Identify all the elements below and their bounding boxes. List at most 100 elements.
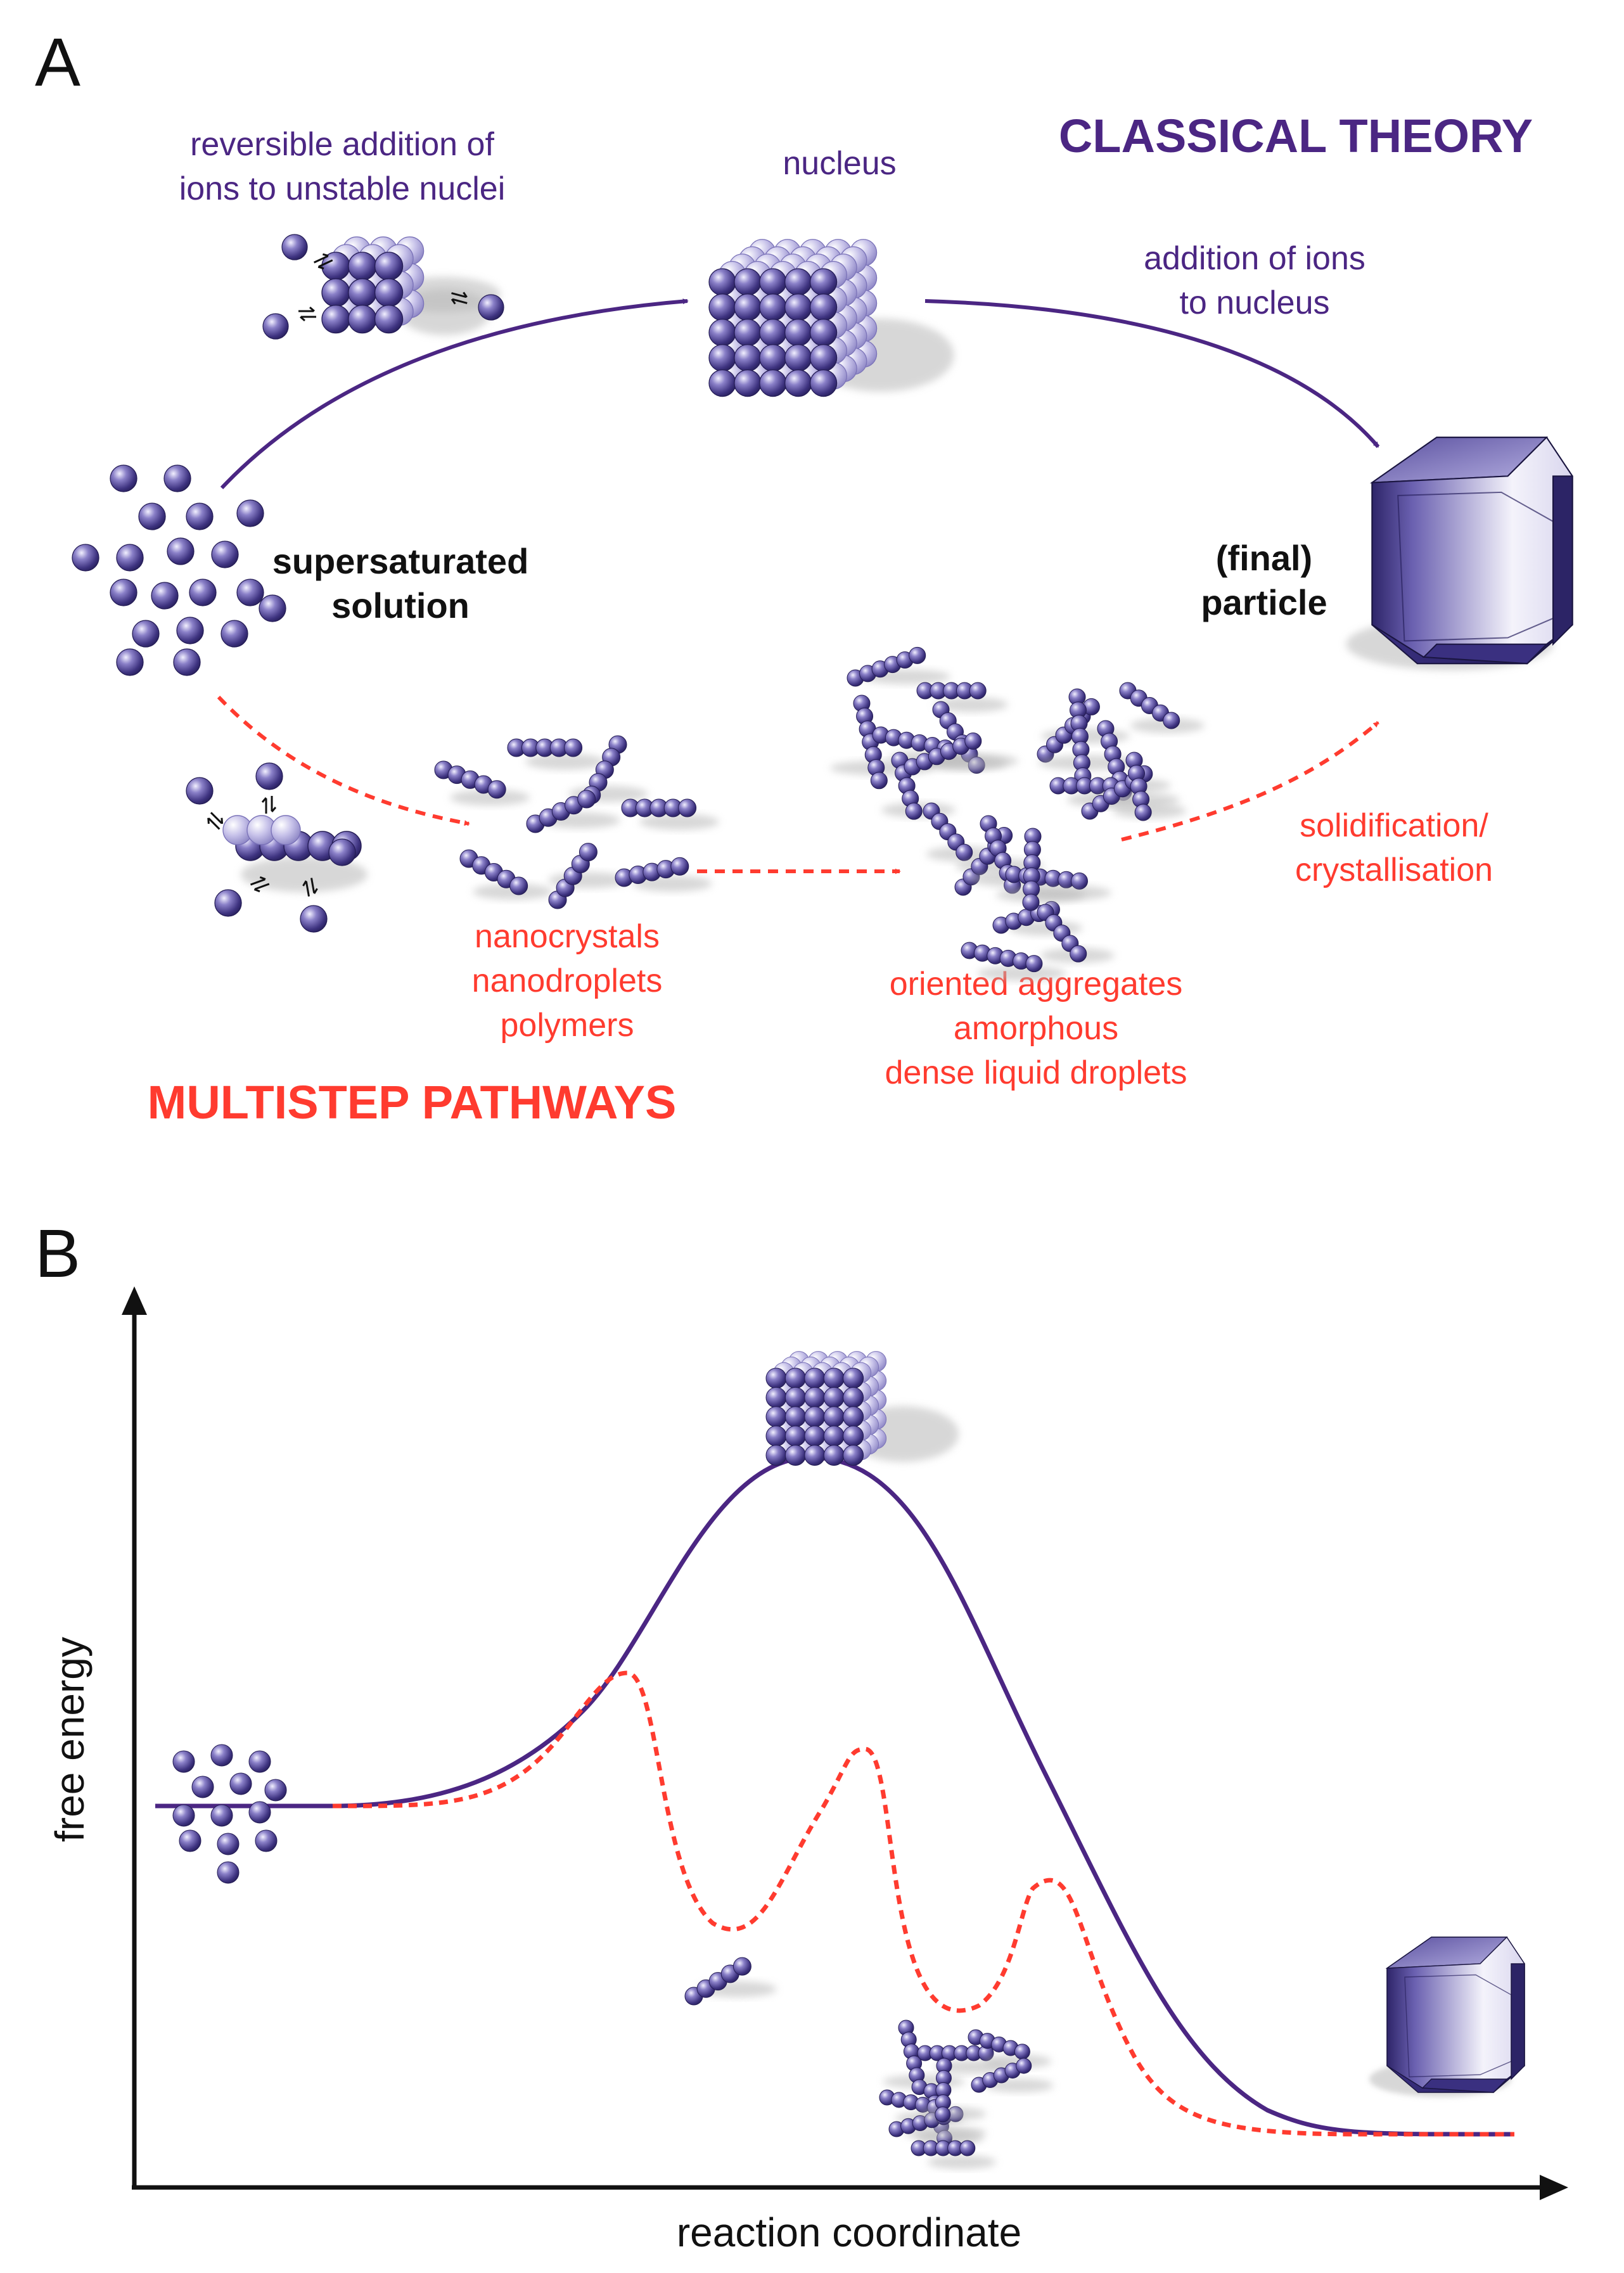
ion-sphere <box>186 503 214 530</box>
panel-a-label: A <box>35 23 80 100</box>
ion-sphere <box>708 268 736 296</box>
ion-sphere <box>678 798 697 817</box>
ion-sphere <box>784 369 812 397</box>
nano-species-label: nanocrystals nanodroplets polymers <box>472 918 663 1044</box>
ion-sphere <box>809 369 838 397</box>
ion-sphere <box>784 319 812 347</box>
ion-sphere <box>167 537 195 565</box>
ion-sphere <box>300 905 328 933</box>
ion-sphere <box>1016 2058 1032 2074</box>
ion-sphere <box>708 344 736 372</box>
ion-sphere <box>784 344 812 372</box>
shadow <box>928 2155 996 2169</box>
solidification-label: solidification/ crystallisation <box>1295 807 1493 888</box>
ion-sphere <box>217 1833 240 1855</box>
ion-sphere <box>969 682 987 700</box>
y-axis-label: free energy <box>47 1637 93 1842</box>
ion-sphere <box>186 777 214 805</box>
ion-sphere <box>804 1445 826 1466</box>
ion-sphere <box>132 620 160 648</box>
ion-sphere <box>734 369 762 397</box>
ion-sphere <box>804 1425 826 1447</box>
nanocrystal-chains-icon <box>434 735 719 909</box>
exchange-arrows-icon <box>298 306 316 322</box>
supersat-label-line-1: supersaturated <box>272 541 529 581</box>
ion-sphere <box>784 268 812 296</box>
solid-label-line-2: crystallisation <box>1295 852 1493 888</box>
ion-sphere <box>708 293 736 321</box>
ion-sphere <box>734 319 762 347</box>
addition-label-line-1: addition of ions <box>1144 240 1365 277</box>
ion-sphere <box>843 1386 864 1408</box>
panel-b: B free energy reaction coordinate <box>35 1215 1568 2255</box>
final-particle-label: (final) particle <box>1201 538 1327 622</box>
ion-sphere <box>221 620 248 648</box>
ion-sphere <box>236 499 264 527</box>
reversible-addition-label: reversible addition of ions to unstable … <box>179 126 506 207</box>
ion-sphere <box>843 1445 864 1466</box>
ion-sphere <box>236 579 264 606</box>
ion-sphere <box>116 648 144 676</box>
exchange-arrows-icon <box>313 253 333 270</box>
ion-sphere <box>271 815 301 845</box>
ion-sphere <box>759 369 787 397</box>
multistep-arrow-to-nano <box>217 695 470 826</box>
ion-sphere <box>823 1386 845 1408</box>
ion-sphere <box>151 582 179 610</box>
ion-sphere <box>759 268 787 296</box>
ion-sphere <box>823 1367 845 1389</box>
final-crystal-icon <box>1369 1936 1525 2097</box>
classical-arrow-to-nucleus <box>220 298 689 490</box>
ion-sphere <box>804 1367 826 1389</box>
supersat-label-line-2: solution <box>331 586 470 625</box>
ion-sphere <box>935 2106 951 2123</box>
ion-sphere <box>172 1804 195 1827</box>
ion-sphere <box>348 278 377 307</box>
ion-sphere <box>564 738 583 757</box>
ion-sphere <box>708 369 736 397</box>
classical-arrow-to-particle <box>924 299 1380 448</box>
ion-sphere <box>1025 955 1043 973</box>
shadow <box>639 814 719 830</box>
ion-sphere <box>1070 945 1087 963</box>
ion-sphere <box>909 646 926 664</box>
supersaturated-solution-label: supersaturated solution <box>272 541 529 625</box>
ion-sphere <box>328 838 356 866</box>
ion-sphere <box>804 1406 826 1428</box>
ion-sphere <box>214 889 242 917</box>
shadow <box>995 887 1085 902</box>
ion-sphere <box>784 1425 806 1447</box>
final-crystal-icon <box>1346 436 1573 670</box>
ion-sphere <box>110 579 137 606</box>
ion-sphere <box>229 1772 252 1795</box>
ion-sphere <box>255 762 283 790</box>
ion-sphere <box>784 1367 806 1389</box>
pre-nucleation-cluster-icon <box>186 762 368 933</box>
ion-sphere <box>262 313 289 340</box>
ion-sphere <box>843 1425 864 1447</box>
ion-sphere <box>374 304 404 334</box>
panel-a: A CLASSICAL THEORY reversible addition o… <box>35 23 1573 1129</box>
oriented-label-line-2: amorphous <box>954 1010 1118 1047</box>
final-label-line-1: (final) <box>1216 538 1312 578</box>
ion-sphere <box>734 268 762 296</box>
ion-sphere <box>759 293 787 321</box>
ion-sphere <box>210 1744 233 1767</box>
shadow <box>977 966 1067 981</box>
ion-sphere <box>348 252 377 281</box>
ion-sphere <box>1014 2044 1030 2060</box>
ion-sphere <box>1163 712 1180 729</box>
multistep-arrow-to-particle <box>1121 720 1379 842</box>
ion-sphere <box>374 278 404 307</box>
ion-sphere <box>163 464 191 492</box>
ion-sphere <box>759 319 787 347</box>
exchange-arrows-icon <box>207 812 224 830</box>
shadow <box>917 2107 987 2121</box>
shadow <box>934 697 1008 712</box>
ion-sphere <box>110 464 137 492</box>
aggregate-icon <box>879 2020 1054 2169</box>
oriented-aggregates-icon <box>830 646 1205 981</box>
shadow <box>450 790 530 806</box>
ion-sphere <box>765 1367 787 1389</box>
